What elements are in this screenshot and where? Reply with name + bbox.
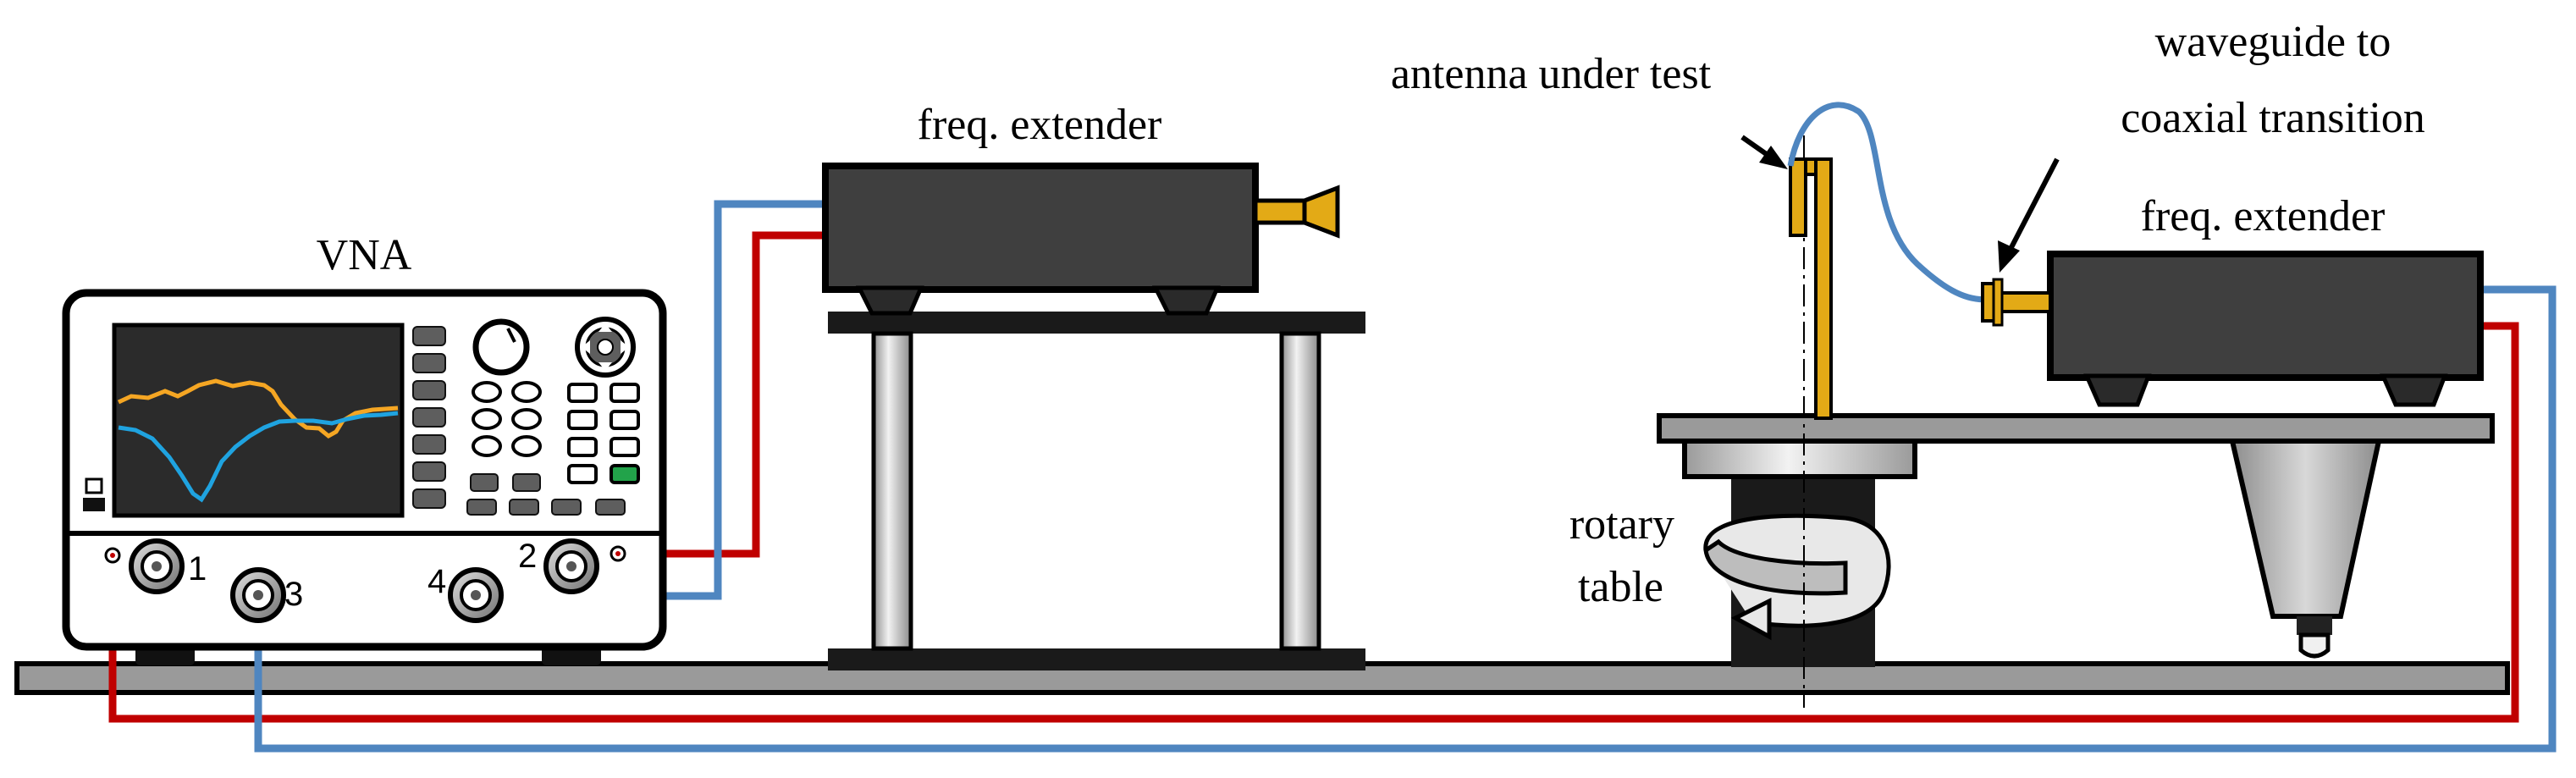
port-label-1: 1: [188, 550, 207, 588]
connector-icon: [448, 567, 504, 623]
knob-icon: [472, 318, 530, 376]
trace-orange: [117, 378, 399, 439]
left-freq-extender: [822, 163, 1340, 316]
left-stand: [828, 312, 1365, 670]
vna-keypad-left: [412, 326, 446, 509]
waveguide-label-line2: coaxial transition: [2121, 94, 2425, 142]
red-cable-port1: [108, 322, 2519, 723]
trace-blue: [118, 411, 399, 503]
vna-screen: [112, 323, 405, 518]
rotary-table: [1682, 433, 1917, 667]
aut-label: antenna under test: [1391, 50, 1712, 98]
port-label-2: 2: [518, 538, 537, 575]
port-label-4: 4: [427, 563, 446, 600]
horn-antenna-icon: [1253, 185, 1340, 239]
rotary-label-line2: table: [1578, 563, 1663, 611]
rotary-label-line1: rotary: [1569, 500, 1674, 549]
red-cable-port2: [618, 231, 825, 558]
coax-cable: [1787, 102, 1992, 303]
rotation-arrow-icon: [1703, 513, 1891, 641]
transition-pointer-arrow: [1998, 157, 2060, 273]
platform: [1657, 413, 2495, 444]
connector-icon: [129, 538, 185, 594]
waveguide-label-line1: waveguide to: [2155, 18, 2391, 66]
vna-oval-keys: [472, 381, 542, 457]
vna-softkeys: [466, 473, 626, 516]
vna-instrument: 1 2 3 4: [62, 289, 667, 665]
blue-cable-port3: [254, 285, 2557, 753]
cone-support: [2229, 439, 2382, 659]
extender-left-label: freq. extender: [918, 101, 1162, 149]
antenna-under-test: [1789, 157, 1833, 420]
vna-label: VNA: [317, 231, 412, 279]
connector-icon: [230, 567, 286, 623]
right-freq-extender: [1981, 251, 2484, 407]
vna-keypad-right: [567, 383, 640, 484]
waveguide-transition-icon: [1981, 278, 2052, 327]
power-indicator: [85, 477, 103, 494]
dpad-icon: [575, 317, 636, 378]
port-label-3: 3: [284, 576, 303, 613]
connector-icon: [543, 538, 599, 594]
extender-right-label: freq. extender: [2141, 192, 2386, 240]
aut-pointer-arrow: [1740, 135, 1788, 169]
